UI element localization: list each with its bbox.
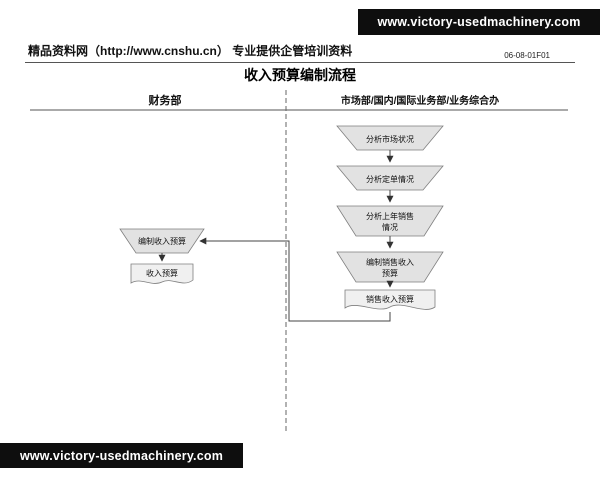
watermark-banner-bottom: www.victory-usedmachinery.com — [0, 443, 243, 468]
column-header-finance: 财务部 — [148, 93, 182, 107]
document-label: 收入预算 — [146, 268, 178, 278]
step-shape — [336, 165, 444, 191]
header-divider — [25, 62, 575, 63]
site-header-text: 精品资料网（http://www.cnshu.cn） 专业提供企管培训资料 — [28, 44, 353, 58]
step-prepare-sales-revenue-budget: 编制销售收入 预算 — [336, 251, 444, 283]
watermark-url-top: www.victory-usedmachinery.com — [377, 15, 581, 29]
watermark-banner-top: www.victory-usedmachinery.com — [358, 9, 600, 35]
page-title: 收入预算编制流程 — [244, 67, 356, 83]
step-analyze-market: 分析市场状况 — [336, 125, 444, 151]
step-analyze-last-year-sales: 分析上年销售 情况 — [336, 205, 444, 237]
step-label-line1: 编制销售收入 — [366, 257, 414, 267]
step-analyze-orders: 分析定单情况 — [336, 165, 444, 191]
step-shape — [119, 228, 205, 254]
step-label-line1: 分析上年销售 — [366, 211, 414, 221]
step-label: 分析定单情况 — [366, 174, 414, 184]
step-label: 编制收入预算 — [138, 236, 186, 246]
document-shape — [344, 289, 436, 310]
step-label: 分析市场状况 — [366, 134, 414, 144]
document-revenue-budget: 收入预算 — [130, 263, 194, 284]
column-header-market: 市场部/国内/国际业务部/业务综合办 — [341, 94, 499, 107]
step-label-line2: 预算 — [382, 268, 398, 278]
step-label-line2: 情况 — [382, 222, 398, 232]
step-shape — [336, 205, 444, 237]
watermark-url-bottom: www.victory-usedmachinery.com — [19, 448, 224, 463]
document-shape — [130, 263, 194, 284]
document-sales-revenue-budget: 销售收入预算 — [344, 289, 436, 310]
document-label: 销售收入预算 — [366, 294, 414, 304]
cross-lane-connector — [199, 237, 391, 322]
document-code: 06-08-01F01 — [504, 51, 550, 60]
step-prepare-revenue-budget: 编制收入预算 — [119, 228, 205, 254]
step-shape — [336, 125, 444, 151]
step-shape — [336, 251, 444, 283]
